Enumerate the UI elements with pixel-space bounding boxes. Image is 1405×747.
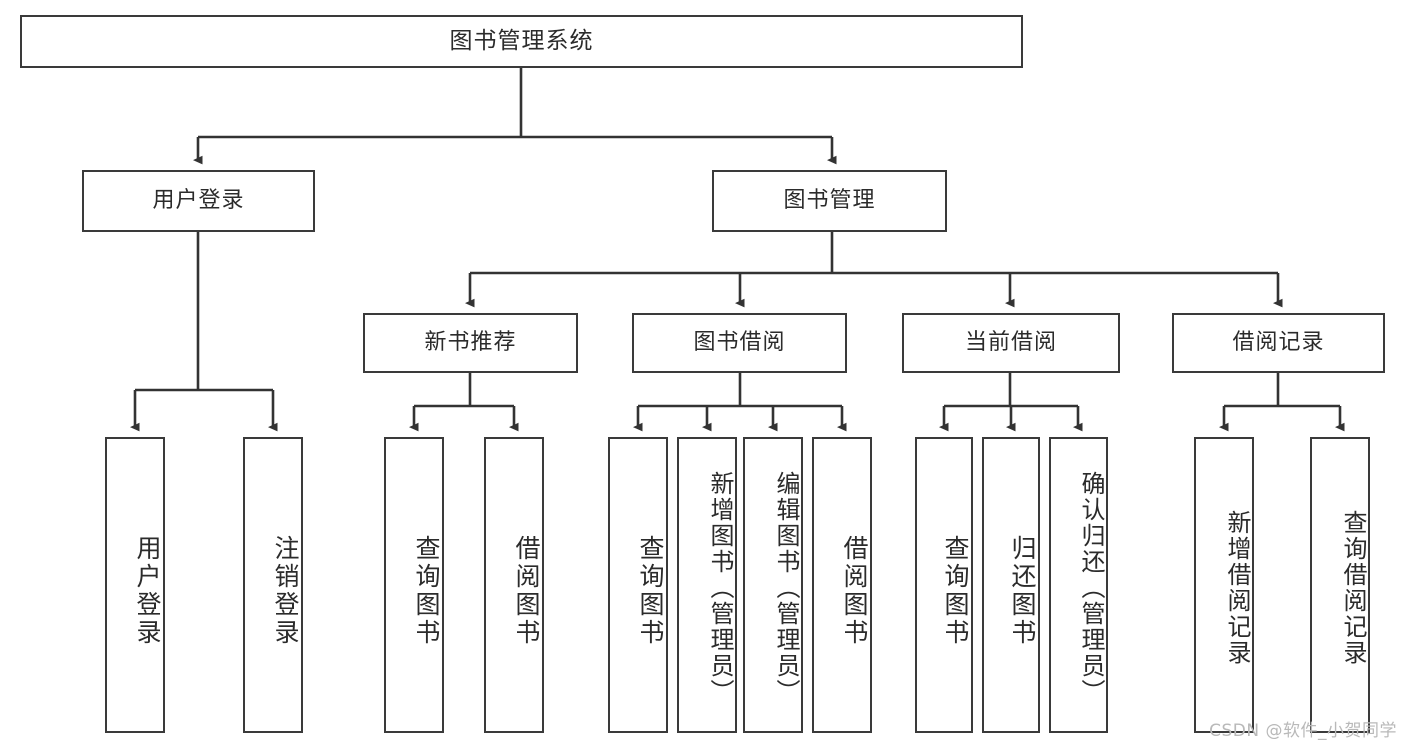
leaf-current-query-book[interactable]: 查询图书 (915, 437, 973, 733)
node-borrow-record[interactable]: 借阅记录 (1172, 313, 1385, 373)
leaf-borrow-add-book-admin[interactable]: 新增图书（管理员） (677, 437, 737, 733)
watermark-text: CSDN @软件_小贺同学 (1209, 721, 1397, 741)
leaf-borrow-edit-book-admin[interactable]: 编辑图书（管理员） (743, 437, 803, 733)
leaf-borrow-query-book[interactable]: 查询图书 (608, 437, 668, 733)
node-book-borrow[interactable]: 图书借阅 (632, 313, 847, 373)
leaf-recommend-query-book[interactable]: 查询图书 (384, 437, 444, 733)
node-root-system[interactable]: 图书管理系统 (20, 15, 1023, 68)
leaf-current-return-book[interactable]: 归还图书 (982, 437, 1040, 733)
leaf-borrow-borrow-book[interactable]: 借阅图书 (812, 437, 872, 733)
leaf-user-login-signout[interactable]: 注销登录 (243, 437, 303, 733)
node-user-login[interactable]: 用户登录 (82, 170, 315, 232)
node-new-book-recommend[interactable]: 新书推荐 (363, 313, 578, 373)
leaf-recommend-borrow-book[interactable]: 借阅图书 (484, 437, 544, 733)
node-book-management[interactable]: 图书管理 (712, 170, 947, 232)
leaf-record-query-borrow-record[interactable]: 查询借阅记录 (1310, 437, 1370, 733)
leaf-record-add-borrow-record[interactable]: 新增借阅记录 (1194, 437, 1254, 733)
leaf-current-confirm-return-admin[interactable]: 确认归还（管理员） (1049, 437, 1108, 733)
leaf-user-login-signin[interactable]: 用户登录 (105, 437, 165, 733)
node-current-borrow[interactable]: 当前借阅 (902, 313, 1120, 373)
